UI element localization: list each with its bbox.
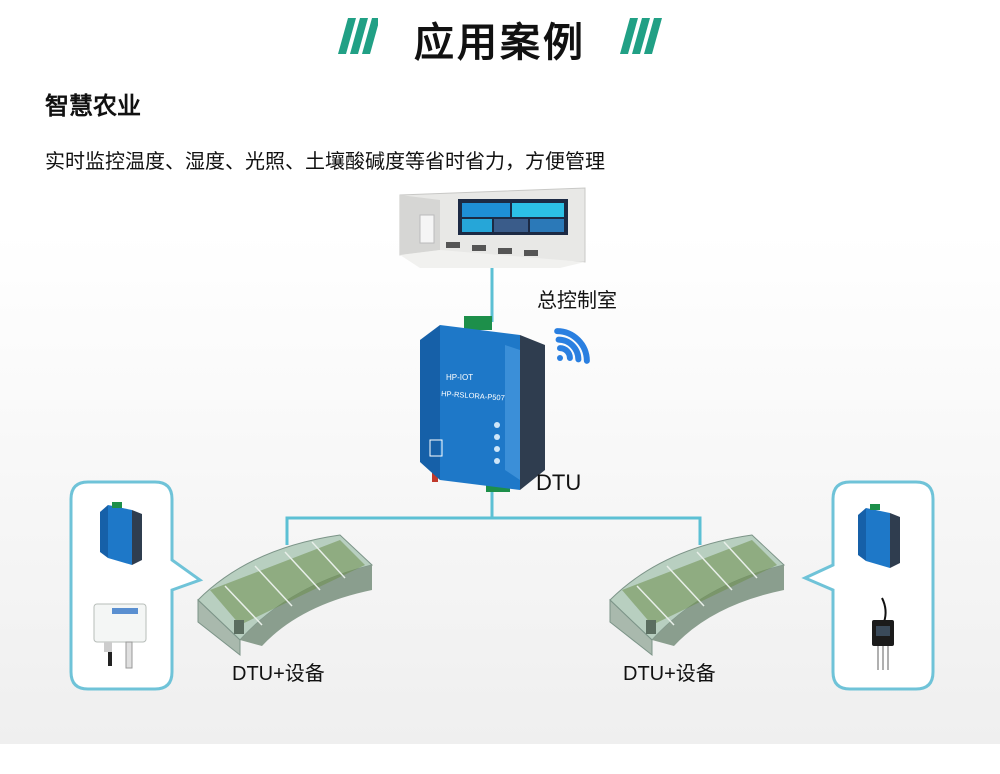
greenhouse-right-label: DTU+设备	[623, 663, 716, 685]
control-room-label: 总控制室	[537, 290, 617, 312]
control-room-image	[399, 187, 586, 268]
callout-right	[801, 480, 935, 691]
case-description: 实时监控温度、湿度、光照、土壤酸碱度等省时省力，方便管理	[45, 149, 605, 173]
callout-right-sensor-image	[872, 597, 894, 670]
callout-left-dtu-image	[100, 502, 142, 565]
connector-lines	[285, 262, 702, 545]
section-title: 应用案例	[414, 20, 586, 66]
wifi-signal-icon	[554, 328, 590, 364]
greenhouse-left-label: DTU+设备	[232, 663, 325, 685]
section-header: 应用案例	[0, 8, 1000, 66]
decorative-slashes-left	[338, 18, 378, 54]
callout-left-sensor-image	[93, 603, 147, 669]
greenhouse-left-image	[197, 534, 374, 657]
callout-right-dtu-image	[858, 504, 900, 568]
dtu-device-image: HP-IOT HP-RSLORA-P507	[420, 316, 545, 492]
dtu-label: DTU	[536, 470, 582, 495]
greenhouse-right-image	[609, 534, 786, 657]
device-brand: HP-IOT	[446, 373, 473, 382]
device-model: HP-RSLORA-P507	[441, 389, 505, 402]
decorative-slashes-right	[620, 18, 662, 54]
callout-left	[69, 480, 204, 691]
bottom-band	[0, 744, 1000, 774]
case-subtitle: 智慧农业	[45, 92, 141, 120]
